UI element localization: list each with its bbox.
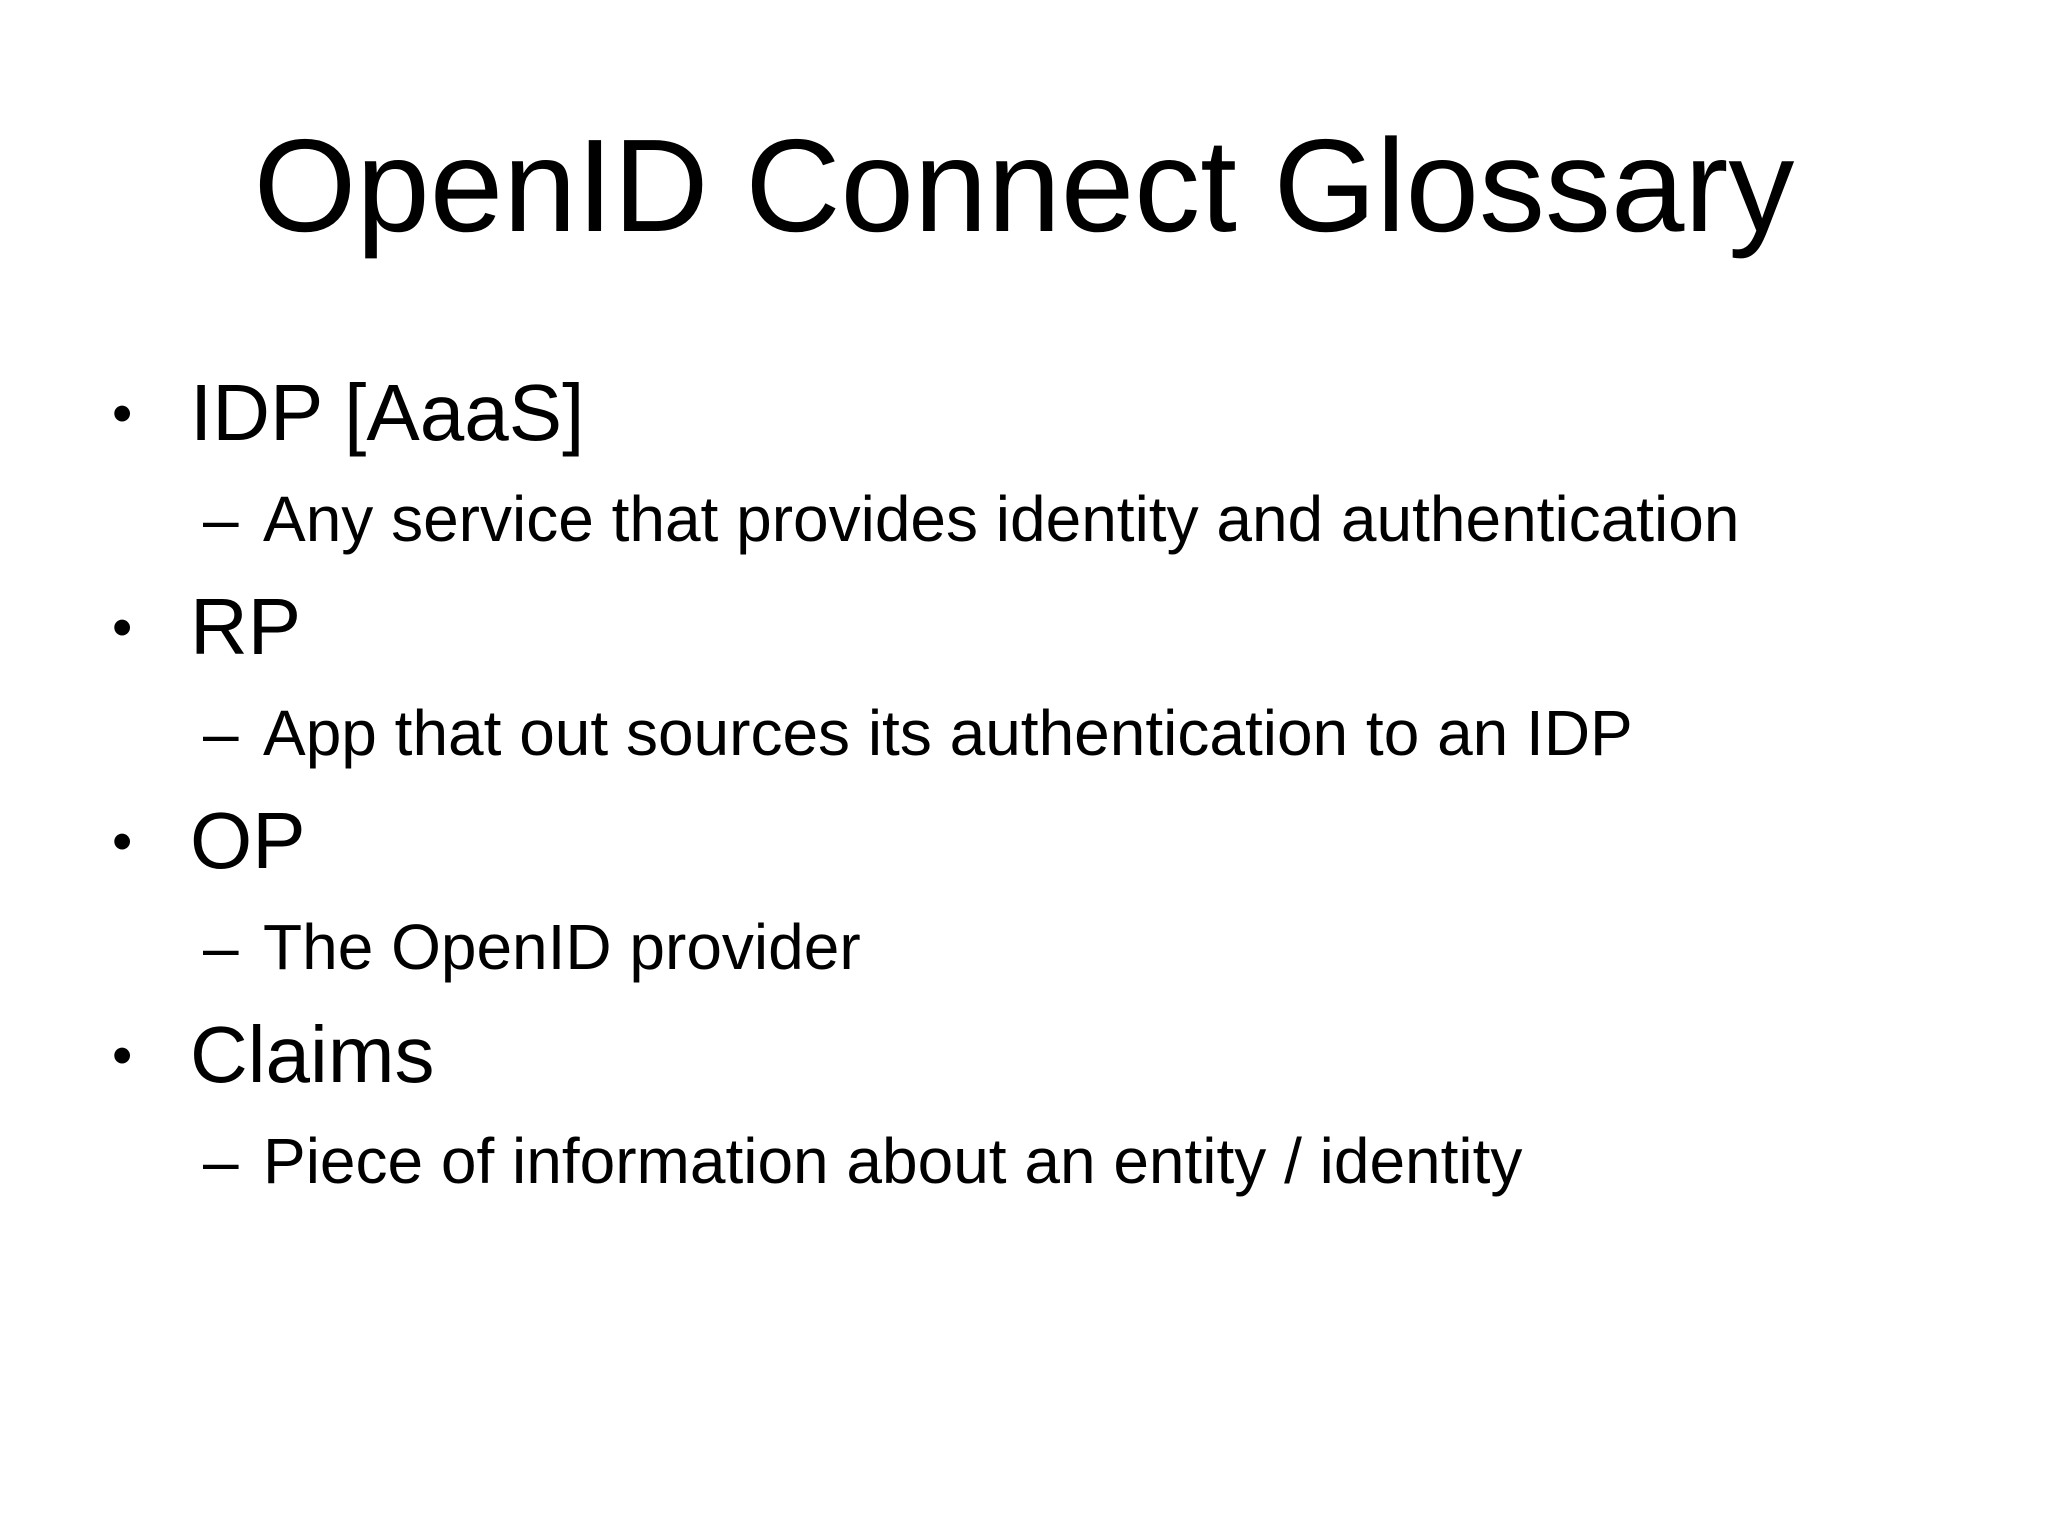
definition-label: Piece of information about an entity / i… [263, 1125, 1523, 1197]
list-item-definition-rp: – App that out sources its authenticatio… [0, 680, 2048, 787]
term-label: RP [190, 582, 302, 671]
list-item-term-rp: • RP [0, 573, 2048, 680]
list-item-term-idp: • IDP [AaaS] [0, 359, 2048, 466]
list-item-term-claims: • Claims [0, 1001, 2048, 1108]
bullet-icon: • [112, 595, 133, 660]
list-item-definition-claims: – Piece of information about an entity /… [0, 1108, 2048, 1215]
glossary-list: • IDP [AaaS] – Any service that provides… [0, 359, 2048, 1215]
term-label: OP [190, 796, 306, 885]
bullet-icon: • [112, 381, 133, 446]
bullet-icon: • [112, 809, 133, 874]
definition-label: App that out sources its authentication … [263, 697, 1633, 769]
bullet-icon: • [112, 1023, 133, 1088]
list-item-definition-idp: – Any service that provides identity and… [0, 466, 2048, 573]
dash-icon: – [203, 1125, 239, 1197]
dash-icon: – [203, 911, 239, 983]
term-label: IDP [AaaS] [190, 368, 585, 457]
list-item-definition-op: – The OpenID provider [0, 894, 2048, 1001]
definition-label: The OpenID provider [263, 911, 861, 983]
dash-icon: – [203, 697, 239, 769]
list-item-term-op: • OP [0, 787, 2048, 894]
slide-title: OpenID Connect Glossary [253, 112, 1795, 259]
definition-label: Any service that provides identity and a… [263, 483, 1740, 555]
dash-icon: – [203, 483, 239, 555]
term-label: Claims [190, 1010, 435, 1099]
